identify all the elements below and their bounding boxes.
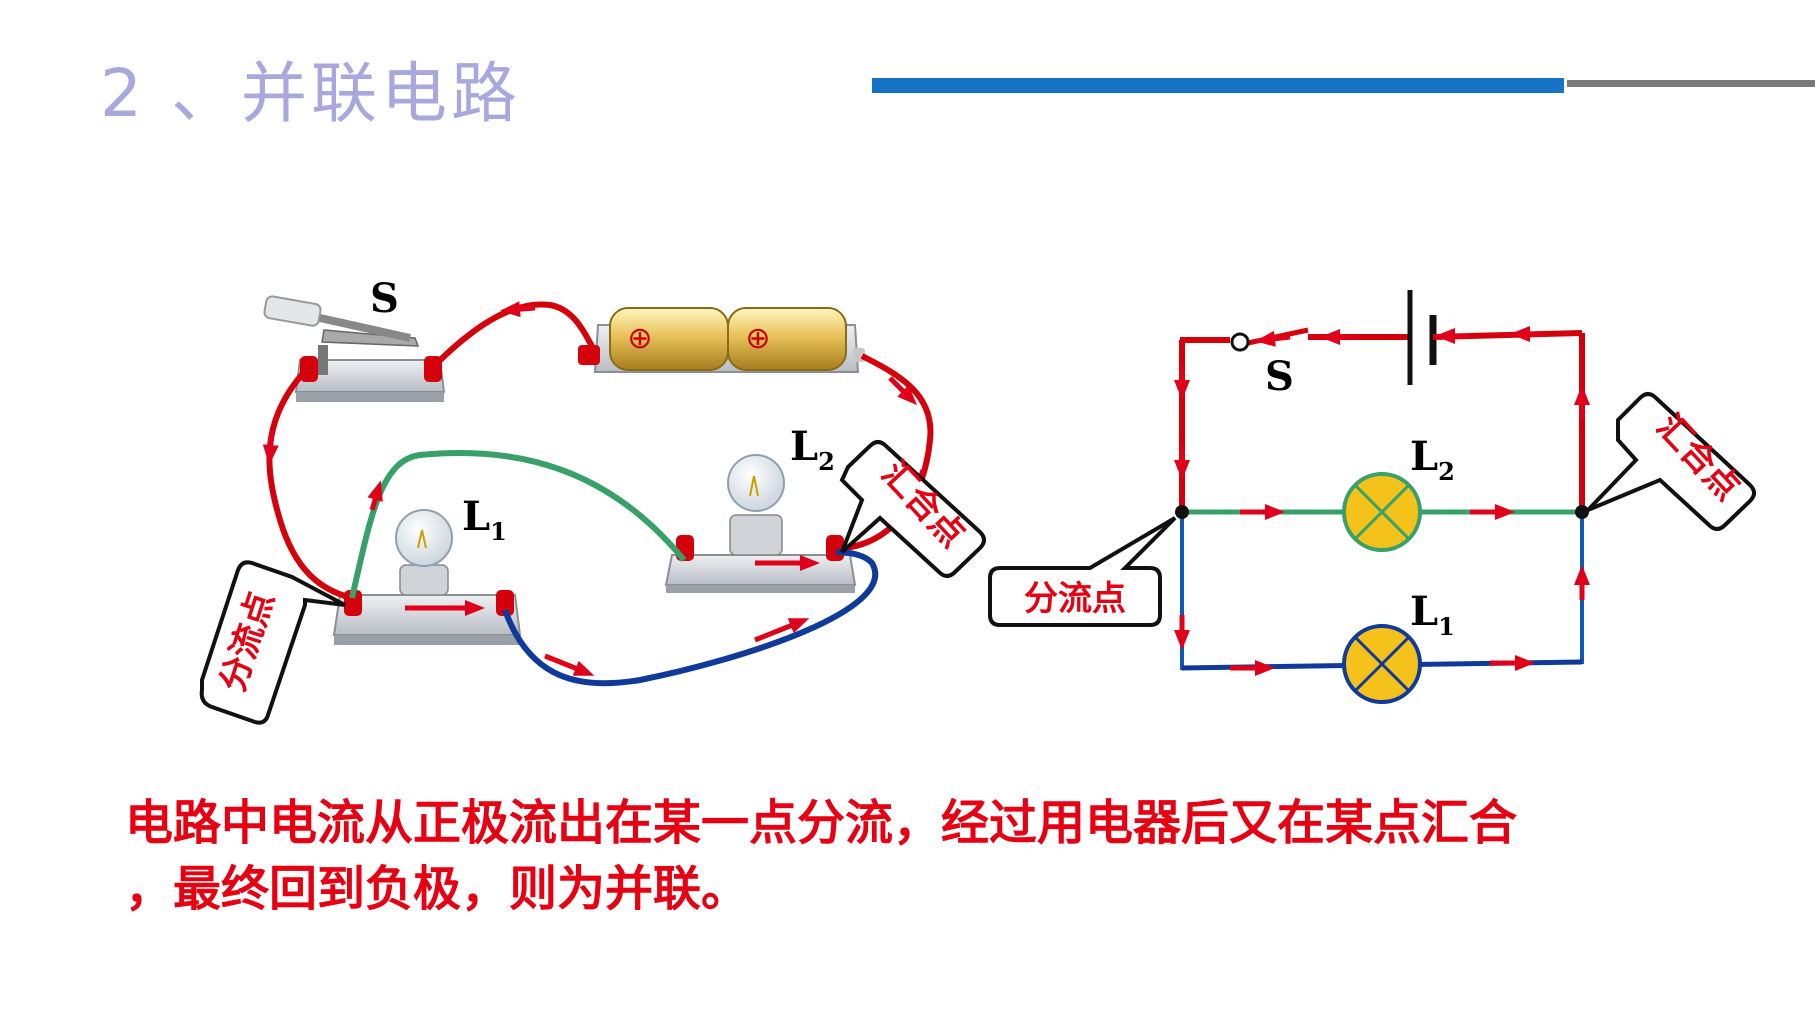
wire-switch-battery xyxy=(429,301,598,371)
title-accent-bar-gray xyxy=(1567,80,1815,87)
wire-branch-l2 xyxy=(349,450,687,599)
battery-pack xyxy=(578,307,865,373)
schematic-current-arrows xyxy=(1174,326,1590,676)
schematic-split-point-bubble: 分流点 xyxy=(988,516,1177,627)
title-accent-bar-blue xyxy=(872,78,1564,93)
schematic-circuit: S L2 L1 分流点 汇合点 xyxy=(988,290,1756,704)
schematic-lamp-l1 xyxy=(1342,624,1422,704)
battery-plus-icon-1: ⊕ xyxy=(627,321,652,356)
explanation-line-2: ，最终回到负极，则为并联。 xyxy=(125,861,750,917)
knife-switch xyxy=(263,295,446,402)
physical-current-arrows xyxy=(262,301,926,676)
schematic-lamp-l1-label: L1 xyxy=(1410,588,1455,641)
schematic-join-point-bubble: 汇合点 xyxy=(1586,392,1756,531)
switch-label: S xyxy=(370,275,399,322)
schematic-switch-label: S xyxy=(1265,353,1294,400)
physical-circuit: S ⊕ ⊕ L1 xyxy=(199,275,986,725)
wire-battery-join xyxy=(845,353,934,551)
schematic-lamp-l2-label: L2 xyxy=(1410,433,1455,486)
slide-title: 2 、并联电路 xyxy=(100,55,521,132)
explanation-text: 电路中电流从正极流出在某一点分流，经过用电器后又在某点汇合 ，最终回到负极，则为… xyxy=(125,790,1765,922)
explanation-line-1: 电路中电流从正极流出在某一点分流，经过用电器后又在某点汇合 xyxy=(125,795,1518,851)
schematic-lamp-l2 xyxy=(1342,472,1422,552)
schematic-switch-pivot xyxy=(1230,332,1250,352)
schematic-split-node xyxy=(1175,505,1189,519)
battery-plus-icon-2: ⊕ xyxy=(745,321,770,356)
lamp-l2-label: L2 xyxy=(790,423,835,476)
wire-branch-l1 xyxy=(502,549,878,687)
schematic-join-node xyxy=(1575,505,1589,519)
schematic-split-point-label: 分流点 xyxy=(1024,579,1126,619)
lamp-l1-label: L1 xyxy=(462,493,507,546)
wire-switch-split xyxy=(266,367,353,601)
